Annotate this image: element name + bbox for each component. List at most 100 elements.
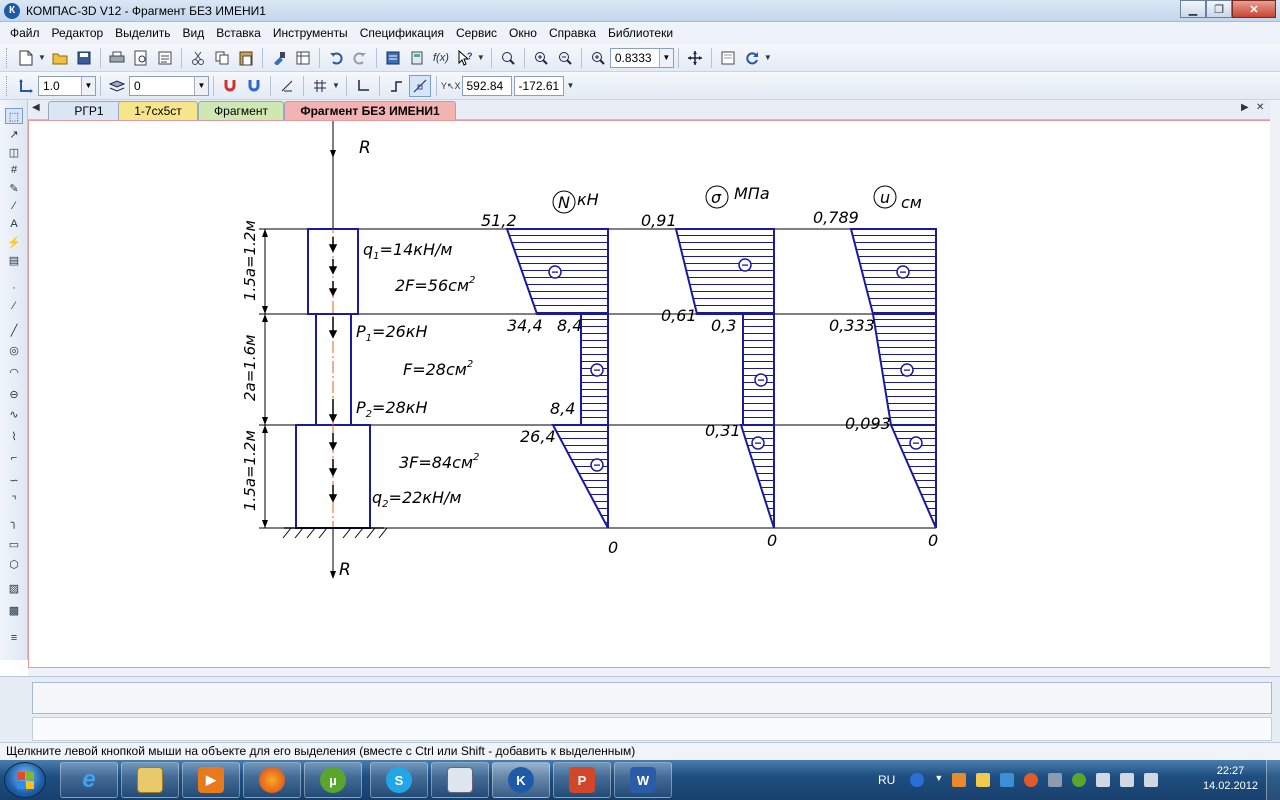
symbols-tool-icon[interactable]: ∕: [13, 200, 15, 212]
bezier-icon[interactable]: ∽: [9, 474, 19, 487]
hatch-icon[interactable]: ▨: [8, 582, 20, 595]
taskbar-kompas[interactable]: K: [492, 762, 550, 798]
copy-icon[interactable]: [211, 47, 233, 69]
cursor-x-field[interactable]: 592.84: [462, 75, 513, 96]
menu-file[interactable]: Файл: [10, 26, 40, 40]
tab-fragment-unnamed[interactable]: Фрагмент БЕЗ ИМЕНИ1: [284, 101, 456, 120]
flag-icon[interactable]: [1096, 773, 1111, 787]
tray-app-icon[interactable]: [976, 773, 991, 787]
taskbar-ie[interactable]: e: [60, 762, 118, 798]
snap-icon[interactable]: [408, 74, 431, 97]
fx-icon[interactable]: f(x): [432, 51, 449, 64]
ellipse-icon[interactable]: ⊖: [9, 388, 19, 401]
select-tool-icon[interactable]: ⬚: [5, 108, 23, 124]
polygon-icon[interactable]: ⬡: [9, 558, 19, 571]
menu-libraries[interactable]: Библиотеки: [608, 26, 674, 40]
taskbar-app-red[interactable]: P: [553, 762, 611, 798]
tray-app-icon[interactable]: [952, 773, 967, 787]
dimension-tool-icon[interactable]: ↗: [9, 128, 19, 141]
tab-fragment[interactable]: Фрагмент: [198, 101, 284, 120]
format-painter-icon[interactable]: [268, 47, 290, 69]
orthogonal-icon[interactable]: [276, 75, 298, 97]
toolbar-grip[interactable]: [6, 47, 10, 68]
manager-icon[interactable]: [292, 47, 314, 69]
menu-select[interactable]: Выделить: [115, 26, 171, 40]
edit-tool-icon[interactable]: ✎: [9, 182, 19, 195]
print-preview-icon[interactable]: [130, 47, 152, 69]
print-icon[interactable]: [106, 47, 128, 69]
arc-icon[interactable]: ◠: [9, 366, 19, 379]
local-cs-icon[interactable]: [15, 75, 37, 97]
taskbar-word[interactable]: W: [614, 762, 672, 798]
chevron-down-icon[interactable]: ▼: [81, 76, 95, 95]
close-button[interactable]: ✕: [1232, 0, 1276, 18]
undo-icon[interactable]: [325, 47, 347, 69]
line-scale-select[interactable]: 1.0 ▼: [38, 75, 96, 96]
chevron-down-icon[interactable]: ▼: [658, 48, 673, 67]
refresh-icon[interactable]: [741, 47, 763, 69]
menu-view[interactable]: Вид: [182, 26, 205, 40]
tray-app-icon[interactable]: [1048, 773, 1063, 787]
layer-select[interactable]: 0 ▼: [129, 75, 209, 96]
help-pointer-icon[interactable]: ?: [454, 47, 476, 69]
menu-help[interactable]: Справка: [548, 26, 597, 40]
chamfer-icon[interactable]: ⌝: [11, 494, 17, 507]
select-elements-icon[interactable]: ⚡: [7, 236, 21, 249]
menu-specification[interactable]: Спецификация: [359, 26, 444, 40]
close-tab-icon[interactable]: ✕: [1256, 102, 1265, 113]
variables-icon[interactable]: [382, 47, 404, 69]
clock[interactable]: 22:27 14.02.2012: [1203, 764, 1258, 794]
taskbar-utorrent[interactable]: µ: [304, 762, 362, 798]
tab-1-7sh5st[interactable]: 1-7сх5ст: [118, 101, 198, 120]
language-indicator[interactable]: RU: [878, 773, 896, 787]
cut-icon[interactable]: [187, 47, 209, 69]
curve-icon[interactable]: ⌐: [10, 452, 18, 464]
zoom-scale-select[interactable]: 0.8333 ▼: [609, 47, 674, 68]
taskbar-skype[interactable]: S: [370, 762, 428, 798]
pan-icon[interactable]: [684, 47, 706, 69]
menu-tools[interactable]: Инструменты: [272, 26, 348, 40]
taskbar-media-player[interactable]: ▶: [182, 762, 240, 798]
spec-tool-icon[interactable]: ▤: [8, 254, 20, 267]
more-tools-icon[interactable]: ≡: [10, 632, 18, 644]
chevron-down-icon[interactable]: ▼: [38, 53, 46, 62]
chevron-down-icon[interactable]: ▼: [194, 76, 208, 95]
rectangle-icon[interactable]: ▭: [8, 538, 20, 551]
zoom-out-icon[interactable]: [554, 47, 576, 69]
tab-scroll-right-icon[interactable]: ▶: [1241, 102, 1249, 113]
chevron-down-icon[interactable]: ▼: [476, 53, 485, 62]
menu-service[interactable]: Сервис: [455, 26, 498, 40]
calculator-icon[interactable]: [406, 47, 428, 69]
layers-icon[interactable]: [106, 75, 128, 97]
measure-tool-icon[interactable]: A: [10, 218, 18, 230]
taskbar-calculator[interactable]: [431, 762, 489, 798]
auxiliary-line-icon[interactable]: ⁄: [13, 300, 15, 312]
tray-app-icon[interactable]: [1000, 773, 1015, 787]
zoom-in-icon[interactable]: [530, 47, 552, 69]
restore-button[interactable]: ❐: [1206, 0, 1232, 18]
help-tray-icon[interactable]: [910, 773, 925, 787]
menu-insert[interactable]: Вставка: [216, 26, 261, 40]
paste-icon[interactable]: [235, 47, 257, 69]
circle-icon[interactable]: ◎: [9, 344, 19, 357]
zoom-window-icon[interactable]: [497, 47, 519, 69]
tray-expand-icon[interactable]: ▼: [934, 773, 944, 783]
magnet-global-icon[interactable]: [243, 75, 265, 97]
tab-rgr1[interactable]: РГР1: [48, 101, 130, 120]
taskbar-explorer[interactable]: [121, 762, 179, 798]
tray-app-icon[interactable]: [1024, 773, 1039, 787]
volume-icon[interactable]: [1144, 773, 1159, 787]
geometry-tool-icon[interactable]: ◫: [8, 146, 20, 159]
segment-icon[interactable]: ╱: [10, 324, 18, 337]
vertical-scrollbar[interactable]: [1270, 100, 1280, 670]
menu-window[interactable]: Окно: [509, 26, 537, 40]
toolbar-grip[interactable]: [6, 75, 10, 96]
polyline-icon[interactable]: ⌇: [11, 430, 17, 443]
cs-origin-icon[interactable]: [352, 75, 374, 97]
drawing-canvas[interactable]: 1.5a=1.2м 2a=1.6м 1.5a=1.2м: [28, 120, 1276, 668]
horizontal-scrollbar[interactable]: [28, 668, 1280, 676]
network-icon[interactable]: [1120, 773, 1135, 787]
fill-icon[interactable]: ▩: [8, 604, 20, 617]
save-icon[interactable]: [73, 47, 95, 69]
page-icon[interactable]: [717, 47, 739, 69]
